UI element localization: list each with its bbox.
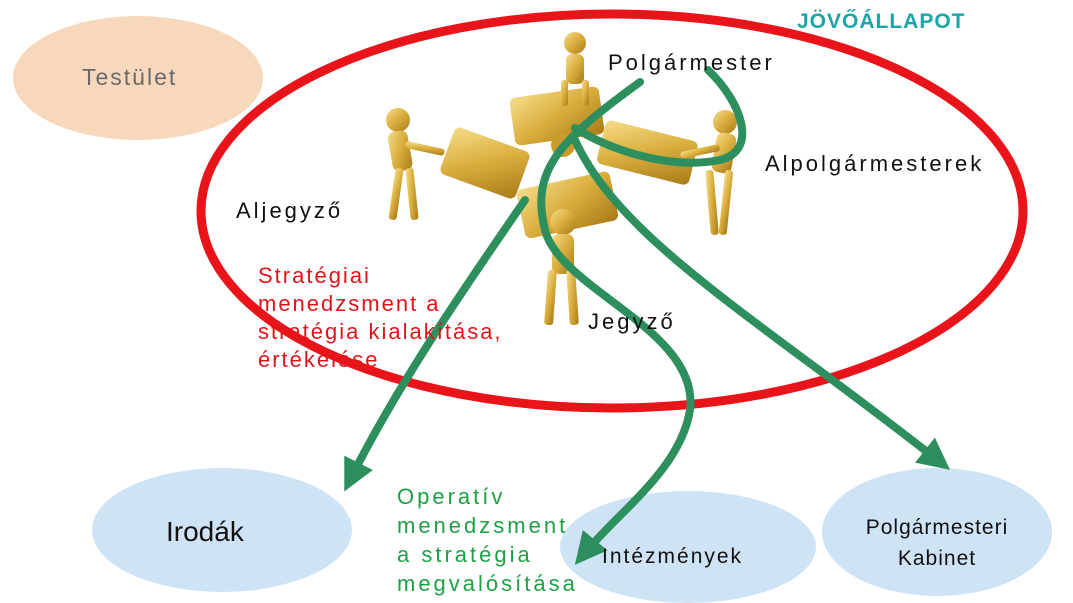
puzzle-piece-east xyxy=(597,120,698,185)
offices-ellipse xyxy=(92,468,352,592)
deputy-notary-label: Aljegyző xyxy=(236,198,344,223)
flow-arrows xyxy=(344,66,951,565)
council-ellipse xyxy=(13,16,263,140)
operative-management-text: Operatív menedzsment a stratégia megvaló… xyxy=(397,482,578,598)
operative-line-4: megvalósítása xyxy=(397,571,578,596)
cabinet-ellipse xyxy=(822,468,1052,596)
figure-top xyxy=(561,32,589,106)
institutions-ellipse xyxy=(560,491,816,603)
notary-label: Jegyző xyxy=(588,309,676,334)
strategic-management-text: Stratégiai menedzsment a stratégia kiala… xyxy=(258,262,503,374)
future-state-ellipse xyxy=(196,9,1028,413)
operative-line-1: Operatív xyxy=(397,484,506,509)
arrow-to-cabinet xyxy=(571,136,951,470)
future-state-title: JÖVŐÁLLAPOT xyxy=(797,10,966,33)
operative-line-3: a stratégia xyxy=(397,542,533,567)
puzzle-piece-west xyxy=(440,127,530,199)
council-label: Testület xyxy=(82,64,178,90)
strategic-line-1: Stratégiai xyxy=(258,263,371,288)
cabinet-label: Polgármesteri Kabinet xyxy=(842,512,1032,574)
strategic-line-4: értékelése xyxy=(258,347,380,372)
operative-line-2: menedzsment xyxy=(397,513,569,538)
offices-label: Irodák xyxy=(166,516,244,547)
arrow-to-offices xyxy=(344,196,529,492)
arrow-mayor-loop xyxy=(571,66,747,167)
strategic-line-2: menedzsment a xyxy=(258,291,441,316)
figure-left xyxy=(386,108,445,220)
institutions-label: Intézmények xyxy=(602,545,744,568)
arrow-to-institutions xyxy=(537,78,695,565)
mayor-label: Polgármester xyxy=(608,50,775,75)
deputy-mayors-label: Alpolgármesterek xyxy=(765,151,985,176)
cabinet-line-2: Kabinet xyxy=(897,547,977,570)
strategic-line-3: stratégia kialakítása, xyxy=(258,319,503,344)
cabinet-line-1: Polgármesteri xyxy=(865,516,1009,539)
